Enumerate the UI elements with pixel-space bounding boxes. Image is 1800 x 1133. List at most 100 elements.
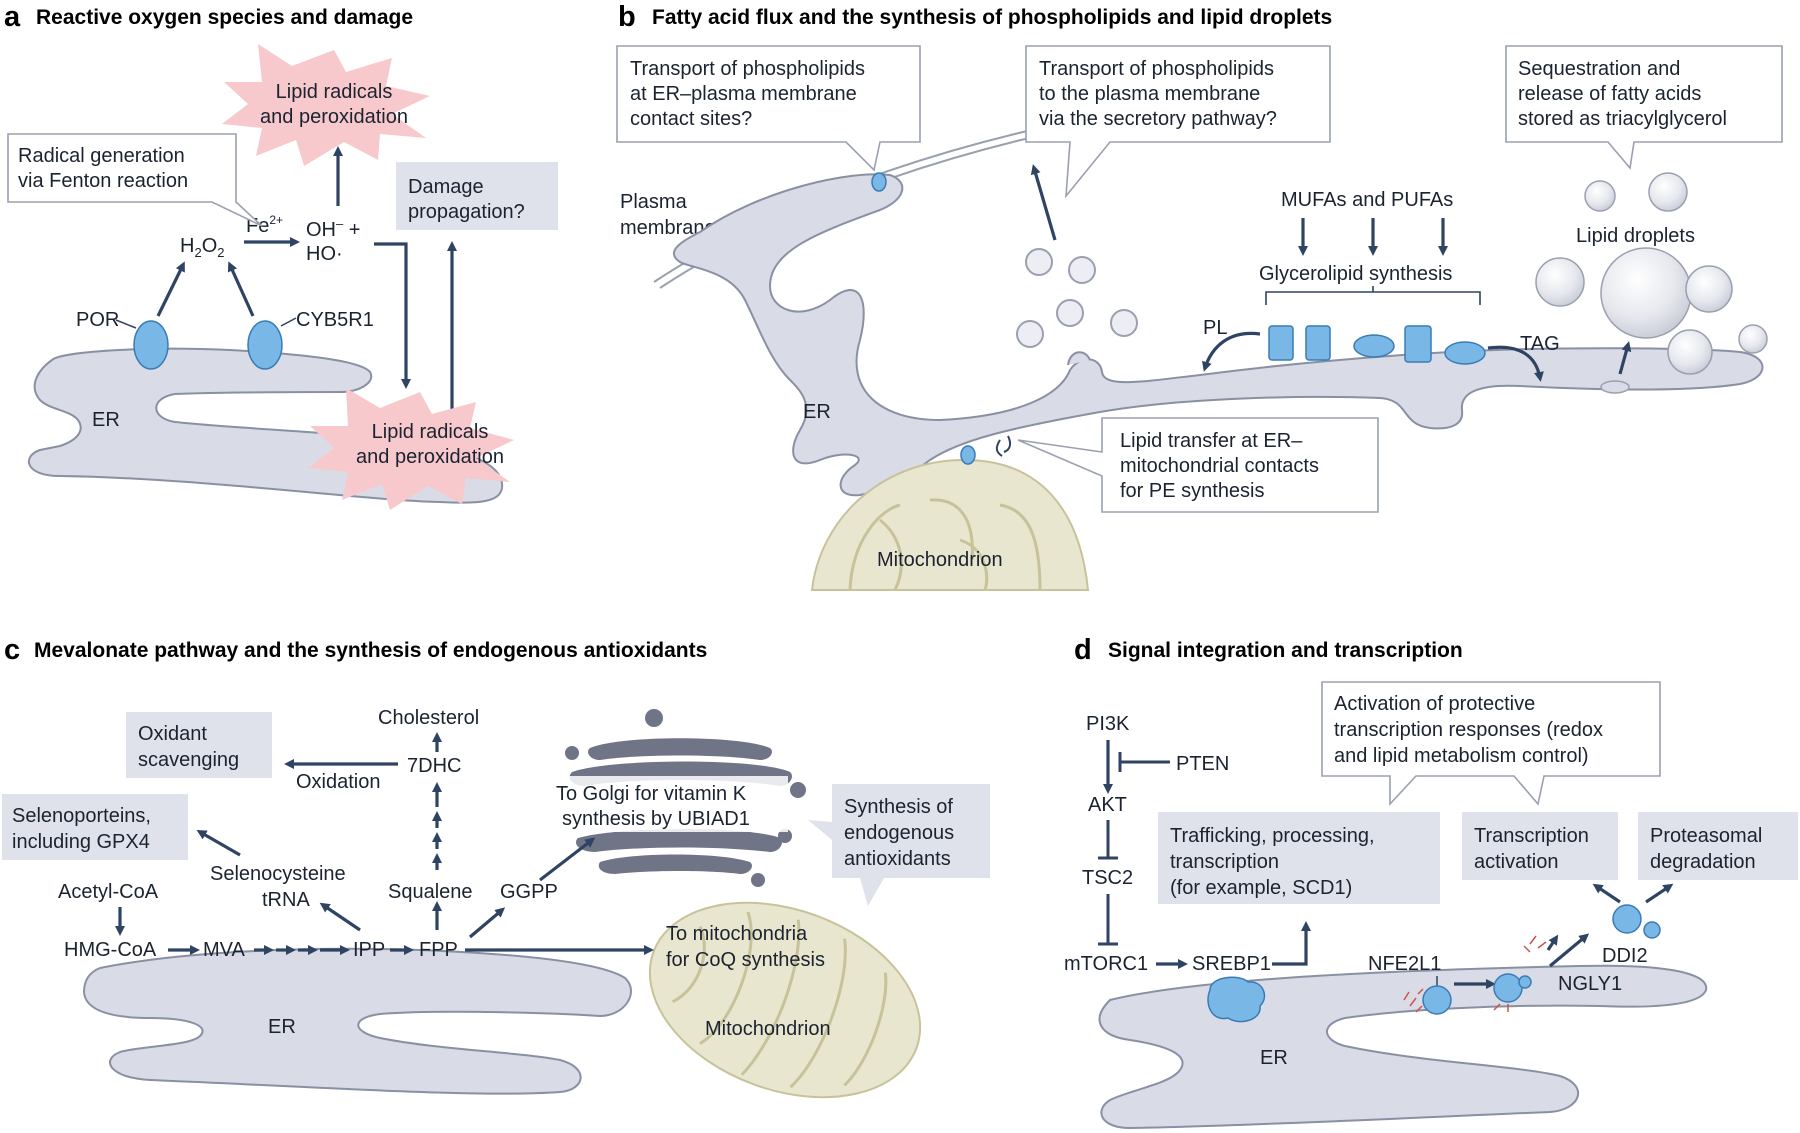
- lipid-radicals-bottom-l2: and peroxidation: [356, 446, 504, 468]
- tag-label: TAG: [1520, 333, 1560, 355]
- activation-l1: Activation of protective: [1334, 693, 1535, 715]
- vesicle: [1056, 299, 1084, 327]
- fenton-callout: [7, 133, 263, 227]
- panel-b: b Fatty acid flux and the synthesis of p…: [616, 1, 1783, 591]
- proteasomal-l2: degradation: [1650, 851, 1756, 873]
- squalene-label: Squalene: [388, 881, 473, 903]
- glycerolipid-label: Glycerolipid synthesis: [1259, 263, 1452, 285]
- 7dhc-label: 7DHC: [407, 755, 461, 777]
- callout2-l3: via the secretory pathway?: [1039, 108, 1277, 130]
- lipid-droplet: [1685, 265, 1733, 313]
- proteasomal-l1: Proteasomal: [1650, 825, 1762, 847]
- hmg-label: HMG-CoA: [64, 939, 157, 961]
- panel-c-title: Mevalonate pathway and the synthesis of …: [34, 639, 707, 662]
- callout-er-pm: [616, 45, 921, 172]
- lipid-droplet: [1648, 172, 1688, 212]
- panel-d-letter: d: [1074, 634, 1092, 666]
- golgi-cisterna: [588, 738, 772, 760]
- golgi-l2: synthesis by UBIAD1: [562, 808, 750, 830]
- lipid-radicals-top-l2: and peroxidation: [260, 106, 408, 128]
- mitochondrion-c-cristae: [671, 911, 888, 1089]
- arrow-lipid-droplet: [1618, 341, 1632, 375]
- panel-c-letter: c: [4, 634, 20, 666]
- transcription-l2: activation: [1474, 851, 1559, 873]
- trafficking-box: [1158, 812, 1440, 904]
- acetyl-label: Acetyl-CoA: [58, 881, 159, 903]
- seleno-box-l2: including GPX4: [12, 831, 150, 853]
- vesicle: [1016, 320, 1044, 348]
- nascent-lipid-droplet: [1600, 380, 1630, 394]
- arrow-tag: [1487, 345, 1544, 382]
- arrow-ggpp-golgi: [539, 837, 596, 882]
- nfe2l1-fragment: [1518, 975, 1532, 989]
- seleno-box-l1: Selenoporteins,: [12, 805, 151, 827]
- arrow-ngly1-ddi2: [1548, 933, 1590, 968]
- er-label-a: ER: [92, 409, 120, 431]
- lipid-droplet: [1667, 329, 1713, 375]
- plasma-l2: membrane: [620, 217, 716, 239]
- ddi2-fragment: [1643, 921, 1661, 939]
- nfe2l1-cleaved: [1493, 973, 1523, 1003]
- cholesterol-label: Cholesterol: [378, 707, 479, 729]
- callout4-l1: Lipid transfer at ER–: [1120, 430, 1303, 452]
- mva-label: MVA: [203, 939, 246, 961]
- transcription-l1: Transcription: [1474, 825, 1589, 847]
- glycan-marks: [1493, 1003, 1509, 1012]
- callout1-l1: Transport of phospholipids: [630, 58, 865, 80]
- lipid-droplet: [1584, 180, 1616, 212]
- enzyme-2: [1305, 325, 1331, 361]
- golgi-vesicle: [790, 782, 806, 798]
- arrow-oh-bottom: [374, 242, 411, 389]
- traffic-l2: transcription: [1170, 851, 1279, 873]
- synth-l3: antioxidants: [844, 848, 951, 870]
- golgi-label-bg: [552, 776, 788, 832]
- er-bud: [1067, 351, 1091, 366]
- callout1-l2: at ER–plasma membrane: [630, 83, 857, 105]
- mito-label-b: Mitochondrion: [877, 549, 1003, 571]
- arrow-fpp-ggpp: [468, 907, 506, 939]
- plasma-l1: Plasma: [620, 191, 688, 213]
- callout2-l2: to the plasma membrane: [1039, 83, 1260, 105]
- pi3k-label: PI3K: [1086, 713, 1130, 735]
- arrow-srebp1-trafficking: [1272, 921, 1311, 966]
- enzyme-5: [1444, 341, 1486, 365]
- synth-l2: endogenous: [844, 822, 954, 844]
- cyb5r1-leader: [280, 317, 297, 327]
- oxidation-label: Oxidation: [296, 771, 381, 793]
- mitochondrion-b-cristae: [848, 498, 1042, 591]
- glycan-marks: [1523, 935, 1547, 953]
- callout4-l2: mitochondrial contacts: [1120, 455, 1319, 477]
- vesicle: [1110, 309, 1138, 337]
- golgi-cisterna: [575, 829, 782, 852]
- er-membrane-b: [672, 173, 1764, 497]
- panel-d-title: Signal integration and transcription: [1108, 639, 1463, 662]
- callout3-l3: stored as triacylglycerol: [1518, 108, 1727, 130]
- activation-callout: [1321, 681, 1661, 807]
- vesicle: [1068, 256, 1096, 284]
- pten-label: PTEN: [1176, 753, 1229, 775]
- srebp1-label: SREBP1: [1192, 953, 1271, 975]
- enzyme-4: [1404, 325, 1432, 363]
- er-membrane-c: [82, 947, 632, 1095]
- burst-bottom: [308, 388, 514, 510]
- callout2-l1: Transport of phospholipids: [1039, 58, 1274, 80]
- callout3-l2: release of fatty acids: [1518, 83, 1701, 105]
- seleno-trna-l2: tRNA: [262, 889, 310, 911]
- golgi-l1: To Golgi for vitamin K: [556, 783, 747, 805]
- callout-er-mito: [1017, 417, 1379, 513]
- arrow-deglycosylated: [1546, 934, 1559, 951]
- traffic-l1: Trafficking, processing,: [1170, 825, 1375, 847]
- ngly1-label: NGLY1: [1558, 973, 1622, 995]
- glycerolipid-bracket: [1265, 291, 1481, 305]
- tomito-l1: To mitochondria: [666, 923, 808, 945]
- ggpp-label: GGPP: [500, 881, 558, 903]
- por-label: POR: [76, 309, 119, 331]
- arrow-por-h2o2: [156, 261, 185, 317]
- lipid-droplets-label: Lipid droplets: [1576, 225, 1695, 247]
- damage-l2: propagation?: [408, 201, 525, 223]
- activation-l2: transcription responses (redox: [1334, 719, 1603, 741]
- synthesis-callout: [808, 784, 990, 906]
- callout-secretory: [1025, 45, 1331, 199]
- tsc2-label: TSC2: [1082, 867, 1133, 889]
- enzyme-3: [1353, 334, 1395, 358]
